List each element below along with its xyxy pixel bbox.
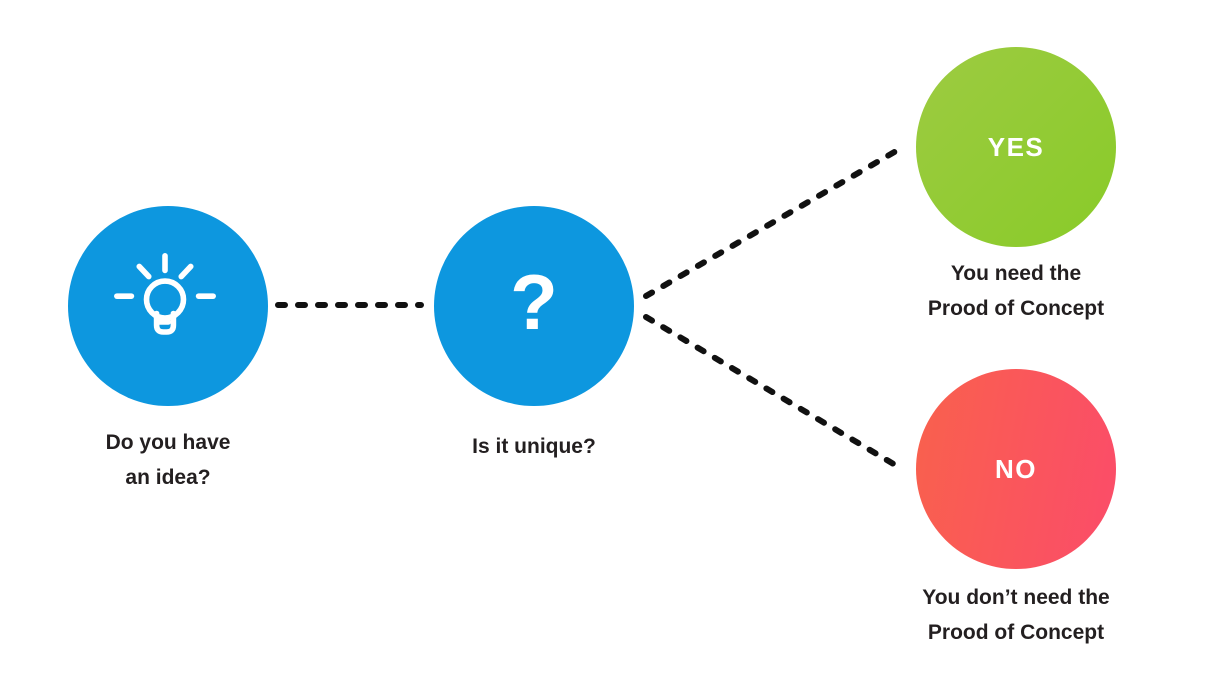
- node-no: NO You don’t need the Prood of Concept: [876, 369, 1156, 650]
- yes-circle: YES: [916, 47, 1116, 247]
- node-idea: Do you have an idea?: [48, 206, 288, 495]
- idea-label: Do you have an idea?: [106, 425, 231, 495]
- idea-label-line1: Do you have: [105, 431, 231, 454]
- question-label: Is it unique?: [472, 429, 596, 464]
- yes-text: YES: [987, 131, 1045, 162]
- yes-label: You need the Prood of Concept: [928, 256, 1104, 326]
- question-label-line1: Is it unique?: [472, 435, 596, 458]
- idea-circle: [68, 206, 268, 406]
- idea-label-line2: an idea?: [125, 466, 211, 489]
- no-text: NO: [995, 453, 1037, 484]
- question-mark-icon: ?: [510, 258, 558, 346]
- node-yes: YES You need the Prood of Concept: [876, 47, 1156, 326]
- no-label-line2: Prood of Concept: [927, 621, 1105, 644]
- yes-label-line2: Prood of Concept: [927, 297, 1105, 320]
- connector-question-to-no: [643, 314, 905, 472]
- connector-question-to-yes: [643, 144, 906, 299]
- no-circle: NO: [916, 369, 1116, 569]
- node-question: ? Is it unique?: [414, 206, 654, 464]
- no-label-line1: You don’t need the: [922, 586, 1110, 609]
- no-label: You don’t need the Prood of Concept: [922, 580, 1109, 650]
- yes-label-line1: You need the: [950, 262, 1082, 285]
- question-circle: ?: [434, 206, 634, 406]
- lightbulb-icon: [114, 253, 216, 335]
